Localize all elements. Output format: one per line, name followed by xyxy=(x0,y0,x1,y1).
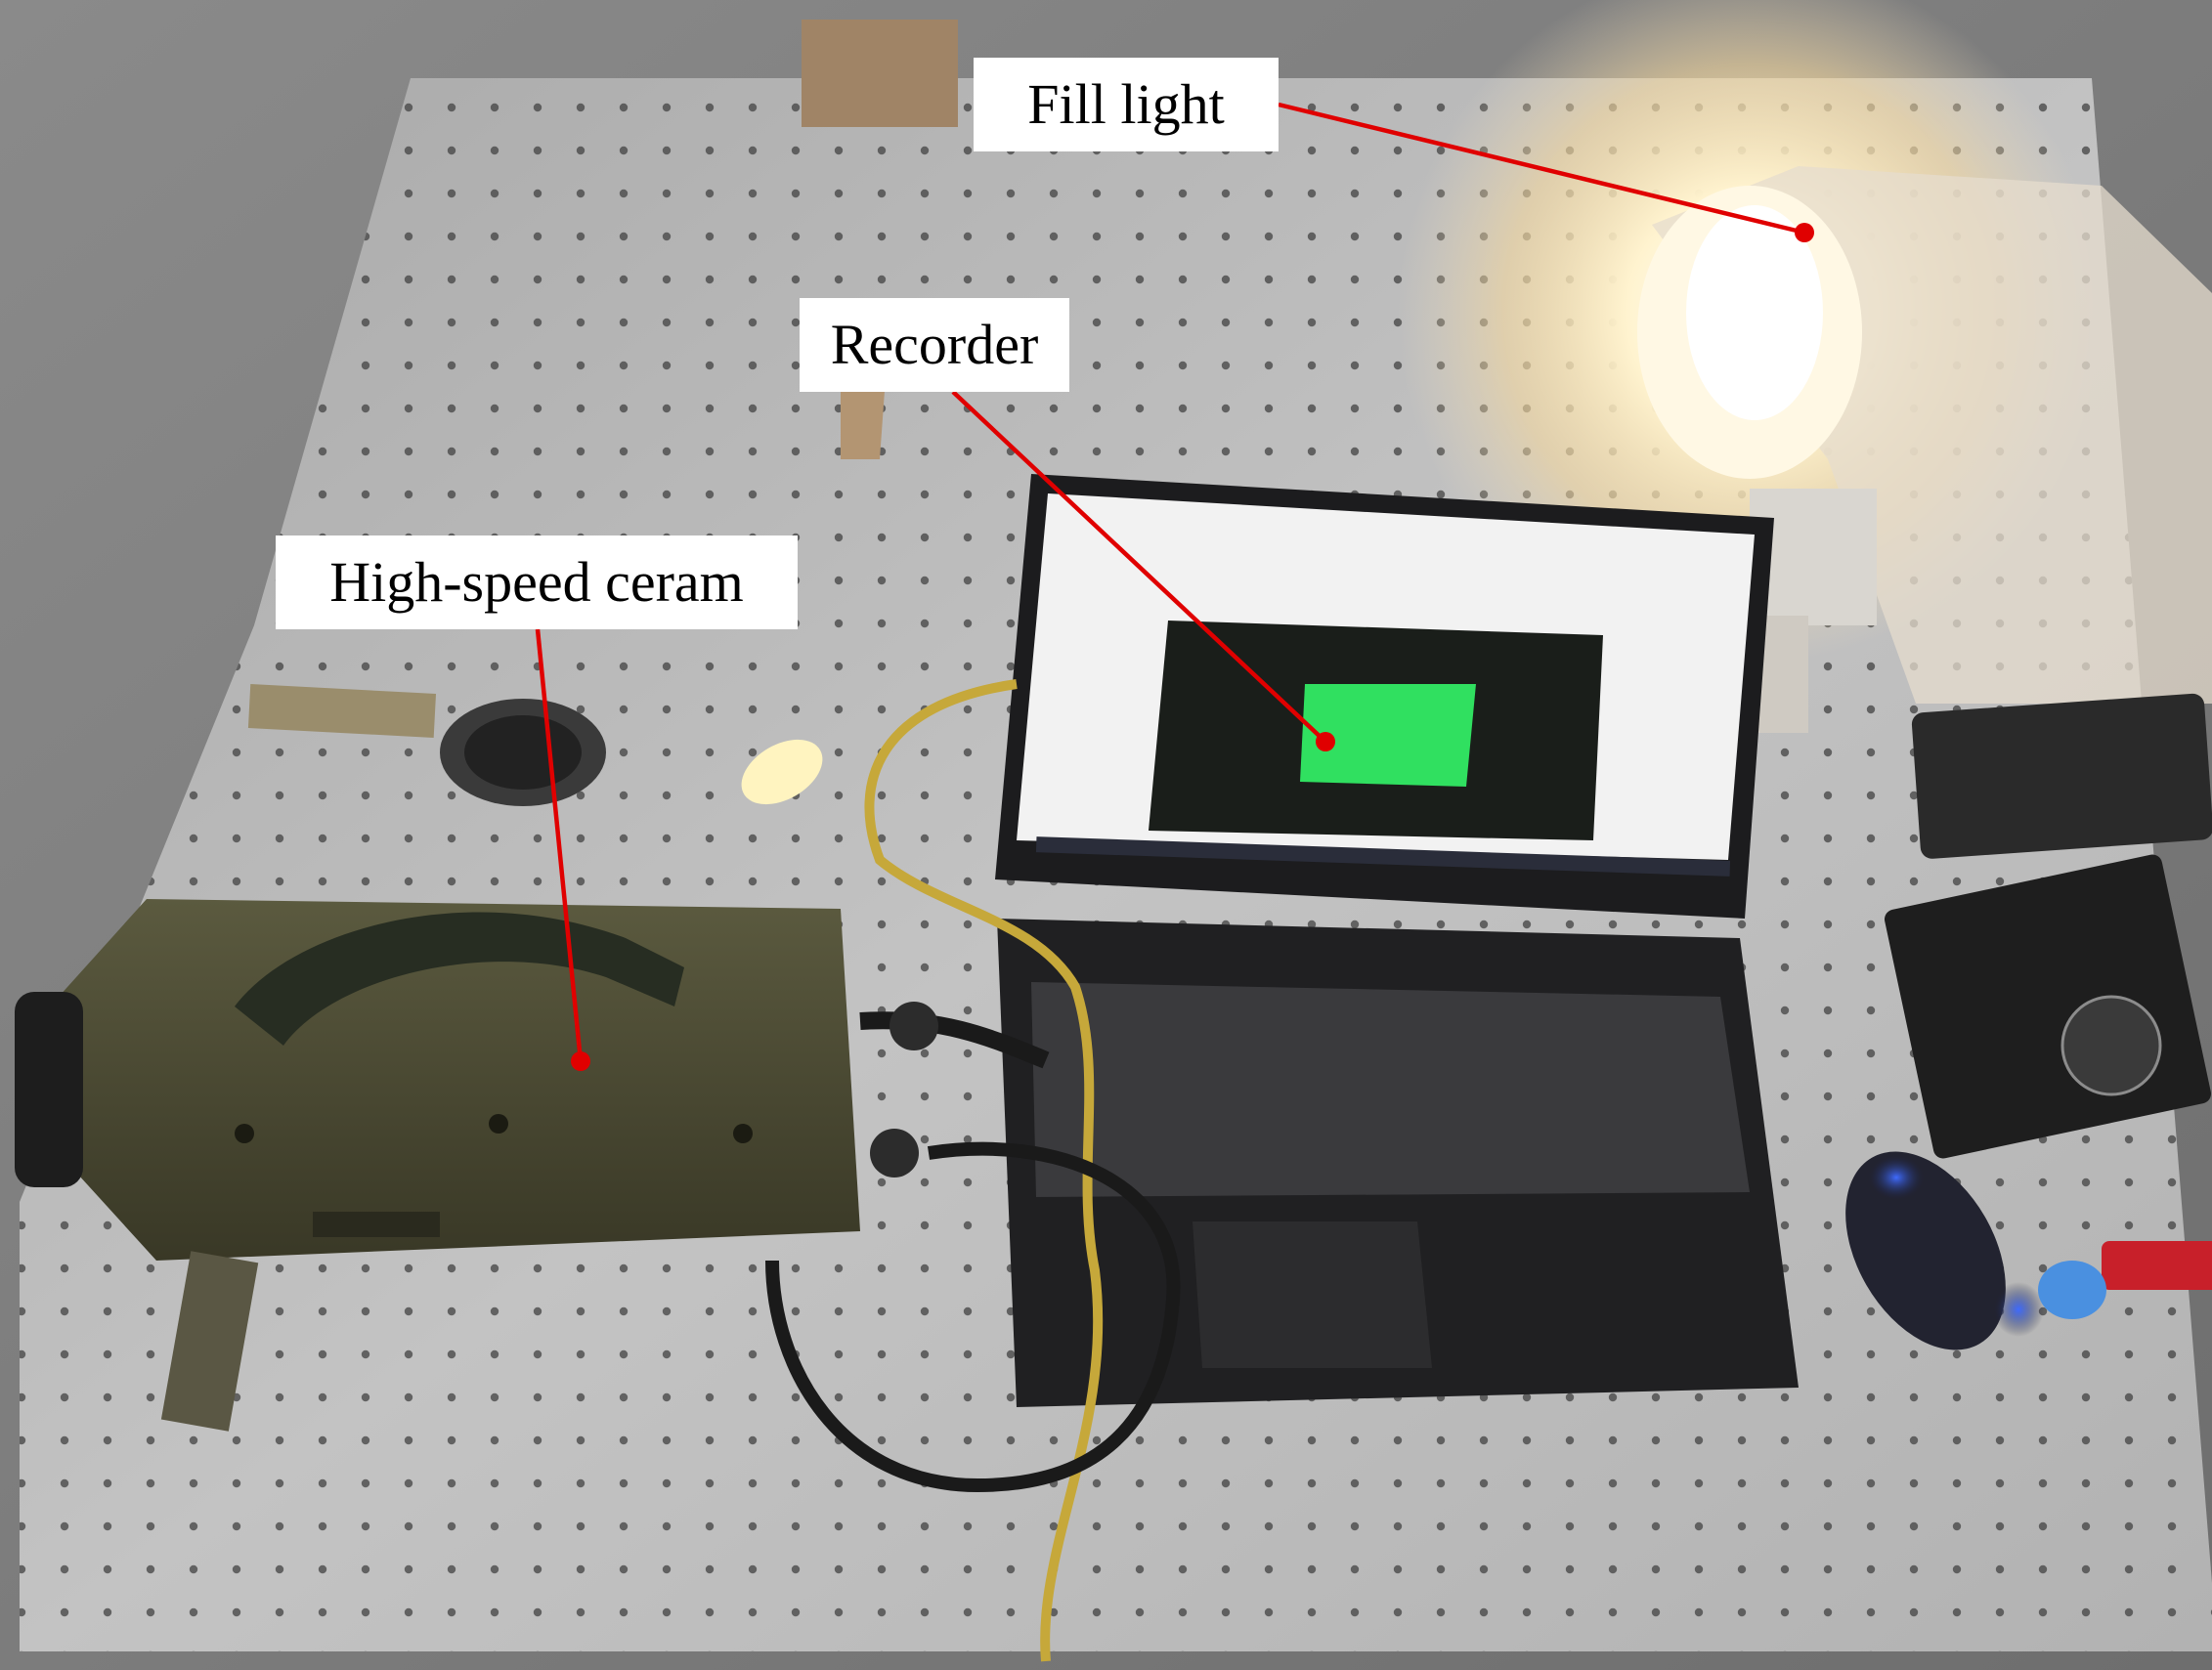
power-adapter xyxy=(1911,693,2212,859)
camera-screw-2 xyxy=(489,1114,508,1134)
laptop-taskbar xyxy=(1035,836,1731,877)
lens-cap-inner xyxy=(464,715,582,790)
camera-connector-1 xyxy=(889,1002,938,1050)
mouse-light-2 xyxy=(1993,1282,2044,1337)
fill-light-label: Fill light xyxy=(974,58,1279,151)
camera-foot xyxy=(160,1251,259,1432)
laptop-touchpad xyxy=(1193,1221,1432,1368)
cardboard-stand xyxy=(841,391,885,459)
recorder-label: Recorder xyxy=(800,298,1069,392)
key-tag xyxy=(2102,1241,2212,1290)
black-cable xyxy=(765,1141,1181,1493)
mouse xyxy=(1845,1151,2006,1350)
yellow-cable xyxy=(864,679,1104,1662)
laptop-video-green xyxy=(1300,684,1476,787)
high-speed-camera-label: High-speed ceram xyxy=(276,535,798,629)
camera-screw-1 xyxy=(235,1124,254,1143)
laptop-keyboard xyxy=(1031,982,1750,1197)
device-dial xyxy=(2060,995,2162,1096)
camera-cable xyxy=(859,1011,1050,1069)
bracket xyxy=(247,684,437,738)
camera-screw-3 xyxy=(733,1124,753,1143)
small-light xyxy=(741,739,823,805)
key-fob xyxy=(2038,1261,2106,1319)
mouse-light xyxy=(1867,1154,1926,1201)
camera-connector-2 xyxy=(870,1129,919,1178)
camera-lens xyxy=(15,992,83,1187)
cardboard-box xyxy=(802,20,958,127)
camera-nameplate xyxy=(313,1212,440,1237)
fill-light-core xyxy=(1686,205,1823,420)
